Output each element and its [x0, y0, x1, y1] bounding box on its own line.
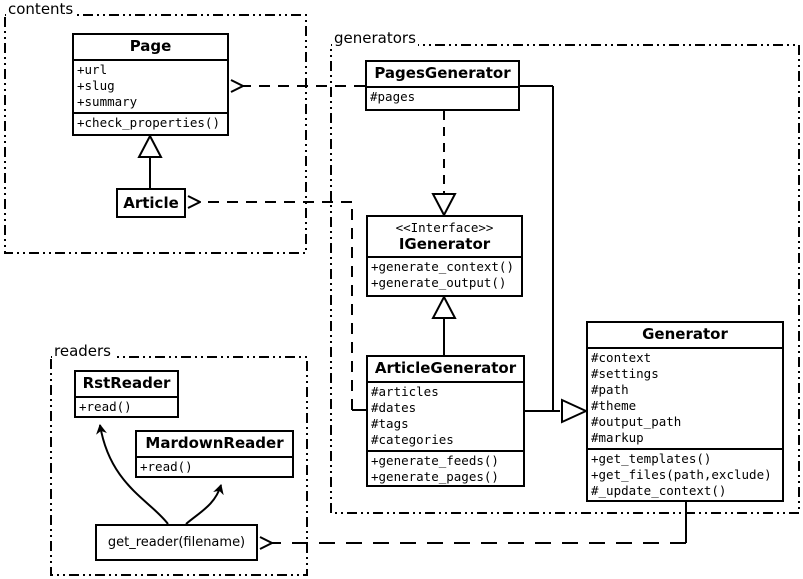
method-item: +get_files(path,exclude): [591, 466, 772, 482]
class-methods-rstreader: +read(): [76, 395, 177, 417]
class-box-articlegenerator[interactable]: ArticleGenerator #articles #dates #tags …: [366, 355, 525, 487]
relationship-articlegenerator-inherits-igenerator: [431, 294, 457, 355]
class-box-markdownreader[interactable]: MardownReader +read(): [135, 430, 294, 478]
class-box-pagesgenerator[interactable]: PagesGenerator #pages: [365, 60, 520, 111]
attribute-item: #categories: [371, 431, 454, 447]
attribute-item: #pages: [370, 88, 416, 104]
method-item: +generate_context(): [371, 259, 514, 275]
method-item: +generate_pages(): [371, 468, 499, 484]
class-methods-page: +check_properties(): [74, 111, 227, 133]
attribute-item: +summary: [77, 93, 138, 109]
package-label-readers: readers: [52, 342, 113, 360]
class-box-igenerator[interactable]: <<Interface>> IGenerator +generate_conte…: [366, 215, 523, 297]
class-attributes-pagesgenerator: #pages: [367, 85, 518, 107]
attribute-item: #output_path: [591, 413, 682, 429]
method-item: +read(): [140, 458, 193, 474]
class-methods-generator: +get_templates() +get_files(path,exclude…: [588, 447, 782, 501]
relationship-pagesgenerator-realizes-igenerator: [431, 111, 457, 218]
class-name-generator: Generator: [642, 325, 728, 343]
relationship-articlegenerator-uses-article: [200, 202, 366, 411]
class-box-page[interactable]: Page +url +slug +summary +check_properti…: [72, 33, 229, 136]
class-header-igenerator: <<Interface>> IGenerator: [368, 217, 521, 256]
package-label-contents: contents: [6, 0, 76, 18]
attribute-item: #settings: [591, 365, 659, 381]
relationship-article-inherits-page: [137, 133, 163, 188]
class-methods-articlegenerator: +generate_feeds() +generate_pages(): [368, 449, 523, 487]
attribute-item: #markup: [591, 429, 644, 445]
method-item: +generate_feeds(): [371, 452, 499, 468]
class-attributes-articlegenerator: #articles #dates #tags #categories: [368, 380, 523, 450]
class-name-rstreader: RstReader: [82, 374, 171, 392]
method-item: +read(): [79, 398, 132, 414]
class-name-markdownreader: MardownReader: [145, 434, 284, 452]
class-box-rstreader[interactable]: RstReader +read(): [74, 370, 179, 418]
class-attributes-page: +url +slug +summary: [74, 58, 227, 112]
attribute-item: #tags: [371, 415, 409, 431]
method-item: +get_templates(): [591, 450, 712, 466]
attribute-item: #theme: [591, 397, 637, 413]
attribute-item: #dates: [371, 399, 417, 415]
class-name-article: Article: [123, 193, 179, 212]
attribute-item: +url: [77, 61, 108, 77]
package-label-generators: generators: [332, 29, 418, 47]
relationship-get-reader-creates-markdownreader: [185, 484, 224, 525]
attribute-item: #articles: [371, 383, 439, 399]
class-name-igenerator: IGenerator: [398, 234, 491, 253]
class-name-articlegenerator: ArticleGenerator: [374, 359, 517, 377]
attribute-item: #path: [591, 381, 629, 397]
class-box-generator[interactable]: Generator #context #settings #path #them…: [586, 321, 784, 502]
method-item: +check_properties(): [77, 114, 220, 130]
attribute-item: #context: [591, 349, 652, 365]
relationship-generator-uses-get-reader: [272, 502, 687, 543]
class-box-article[interactable]: Article: [116, 188, 186, 218]
class-stereotype-igenerator: <<Interface>>: [395, 220, 494, 235]
attribute-item: +slug: [77, 77, 115, 93]
method-item: #_update_context(): [591, 482, 727, 498]
class-name-page: Page: [129, 37, 172, 55]
class-name-pagesgenerator: PagesGenerator: [374, 64, 511, 82]
class-attributes-generator: #context #settings #path #theme #output_…: [588, 346, 782, 448]
relationship-generators-inherit-generator: [520, 85, 589, 424]
function-box-get-reader[interactable]: get_reader(filename): [95, 524, 258, 561]
method-item: +generate_output(): [371, 275, 507, 291]
class-methods-markdownreader: +read(): [137, 455, 292, 477]
class-methods-igenerator: +generate_context() +generate_output(): [368, 256, 521, 293]
